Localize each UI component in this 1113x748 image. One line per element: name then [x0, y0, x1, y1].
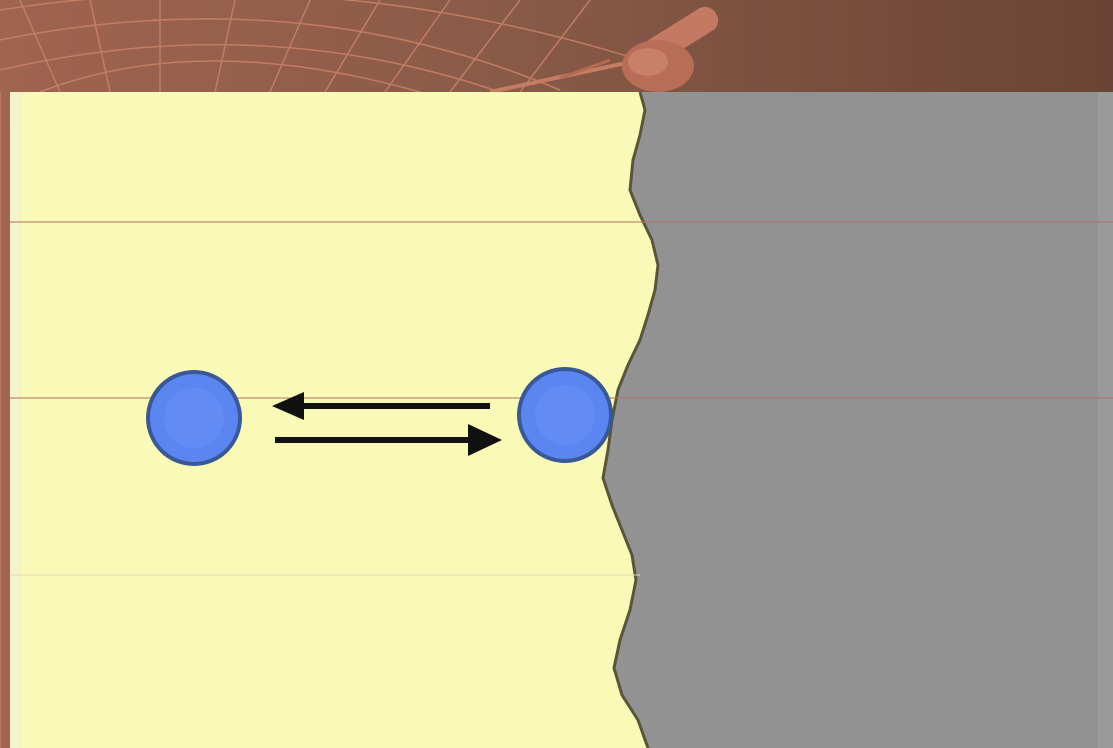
solid-surface: [603, 92, 1113, 748]
